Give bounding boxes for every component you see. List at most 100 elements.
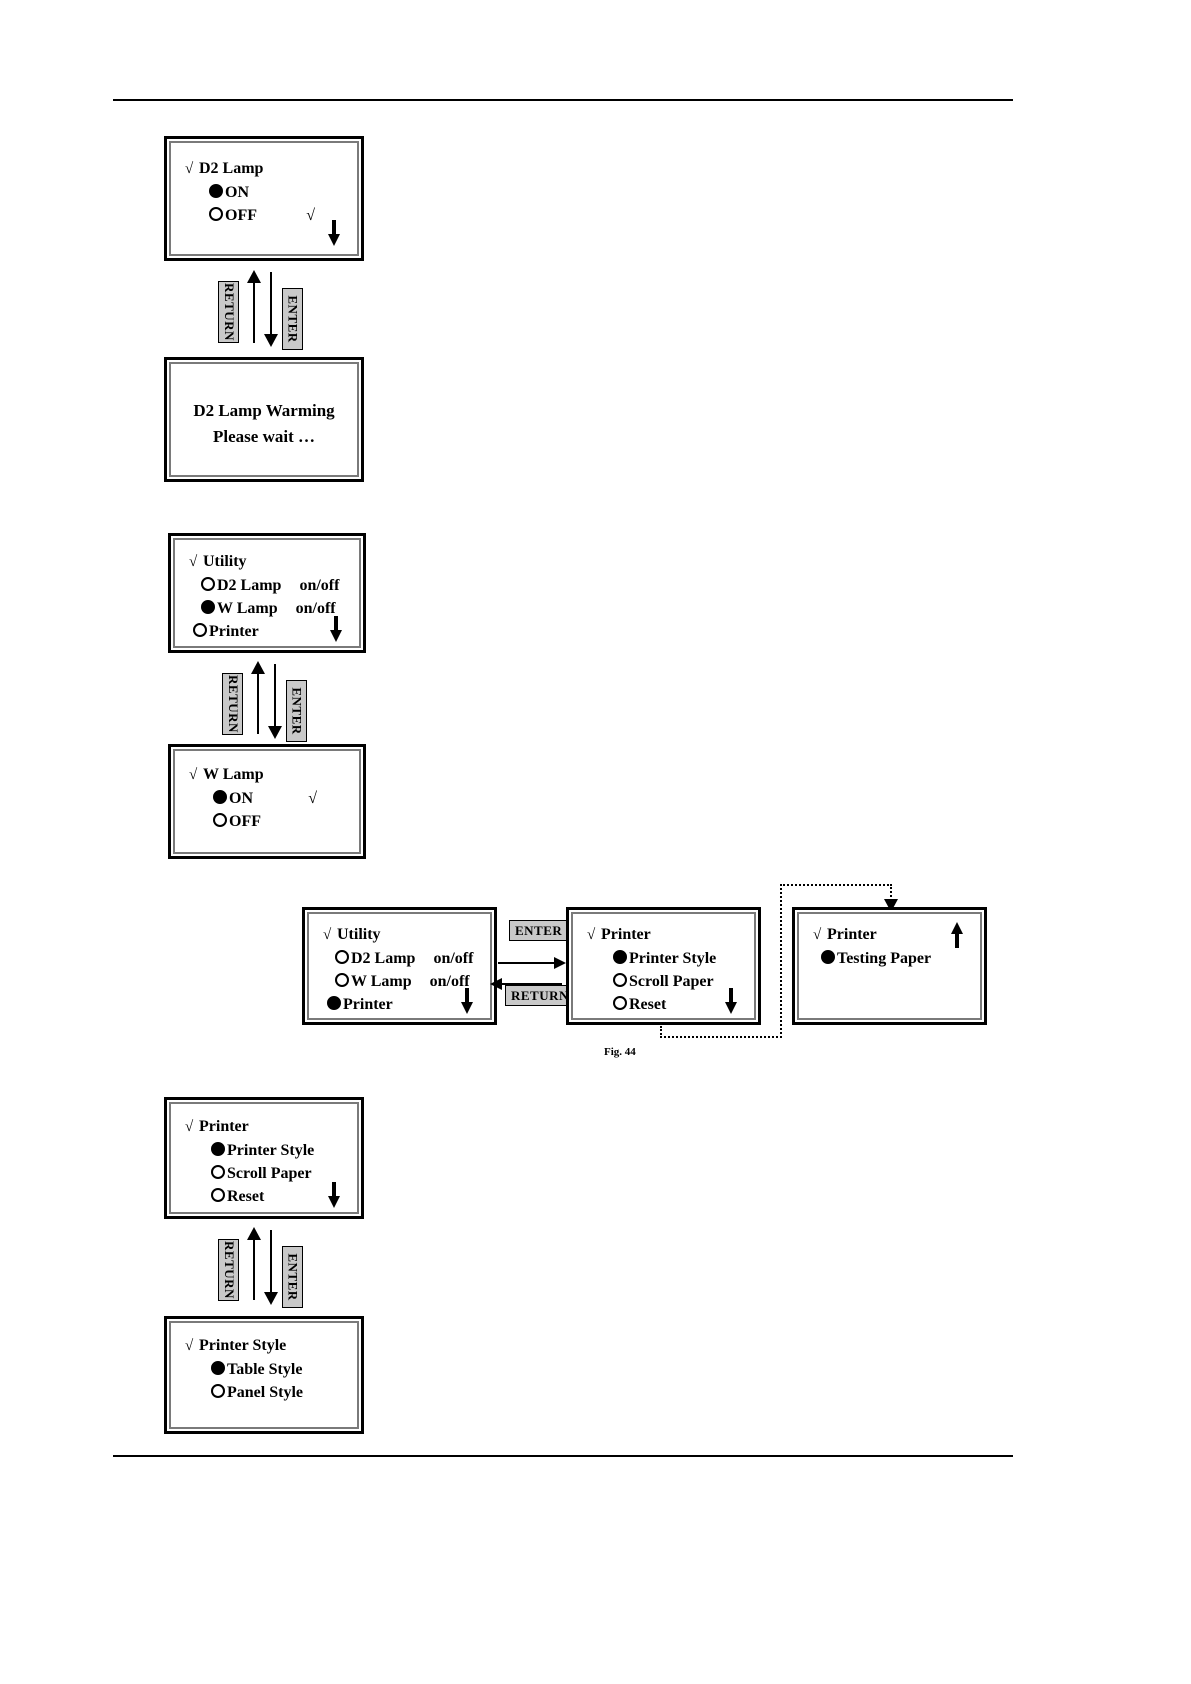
radio-filled-icon bbox=[821, 950, 835, 964]
panel-title-row: √ Utility bbox=[177, 550, 357, 574]
menu-item-reset[interactable]: Reset bbox=[575, 993, 752, 1016]
menu-item-printer[interactable]: Printer bbox=[177, 620, 357, 643]
panel-title-row: √ W Lamp bbox=[177, 763, 357, 787]
key-return-label: RETURN bbox=[225, 675, 241, 733]
menu-item-w-lamp[interactable]: W Lamp on/off bbox=[311, 970, 488, 993]
scroll-down-arrow-icon bbox=[724, 988, 738, 1014]
key-return[interactable]: RETURN bbox=[218, 1239, 239, 1301]
menu-item-label: Printer Style bbox=[227, 1142, 315, 1159]
panel-title: D2 Lamp bbox=[199, 160, 264, 177]
panel-title: Printer Style bbox=[199, 1337, 287, 1354]
panel-title: Utility bbox=[337, 926, 381, 943]
check-icon: √ bbox=[189, 554, 198, 570]
menu-item-label: Scroll Paper bbox=[227, 1165, 312, 1182]
radio-filled-icon bbox=[209, 184, 223, 198]
menu-item-panel-style[interactable]: Panel Style bbox=[173, 1381, 355, 1404]
menu-item-label: Scroll Paper bbox=[629, 973, 714, 990]
header-rule bbox=[113, 99, 1013, 101]
figure-caption: Fig. 44 bbox=[604, 1046, 636, 1058]
key-enter-label: ENTER bbox=[285, 295, 301, 343]
menu-item-label: Testing Paper bbox=[837, 950, 932, 967]
feedback-path-riser bbox=[780, 884, 782, 1038]
menu-item-label: Reset bbox=[227, 1188, 265, 1205]
radio-filled-icon bbox=[211, 1361, 225, 1375]
menu-item-printer-style[interactable]: Printer Style bbox=[173, 1139, 355, 1162]
menu-item-label: Reset bbox=[629, 996, 667, 1013]
screen-utility-printer: √ Utility D2 Lamp on/off W Lamp on/off P… bbox=[302, 907, 497, 1025]
menu-item-label: OFF bbox=[229, 813, 261, 830]
panel-title: W Lamp bbox=[203, 766, 264, 783]
check-icon: √ bbox=[185, 1119, 194, 1135]
scroll-down-arrow-icon bbox=[329, 616, 343, 642]
radio-filled-icon bbox=[327, 996, 341, 1010]
menu-item-printer-style[interactable]: Printer Style bbox=[575, 947, 752, 970]
panel-title: Utility bbox=[203, 553, 247, 570]
return-arrow-head bbox=[251, 661, 265, 674]
screen-d2-lamp: √ D2 Lamp ON OFF √ bbox=[164, 136, 364, 261]
screen-w-lamp: √ W Lamp ON √ OFF bbox=[168, 744, 366, 859]
menu-item-off[interactable]: OFF √ bbox=[173, 204, 355, 227]
key-return[interactable]: RETURN bbox=[505, 985, 575, 1006]
radio-empty-icon bbox=[211, 1165, 225, 1179]
menu-item-scroll-paper[interactable]: Scroll Paper bbox=[575, 970, 752, 993]
radio-empty-icon bbox=[613, 973, 627, 987]
warming-line-2: Please wait … bbox=[213, 427, 315, 446]
key-enter[interactable]: ENTER bbox=[509, 920, 569, 941]
radio-empty-icon bbox=[213, 813, 227, 827]
menu-item-label: D2 Lamp bbox=[351, 950, 416, 967]
menu-item-value: on/off bbox=[433, 950, 474, 967]
radio-empty-icon bbox=[201, 577, 215, 591]
radio-filled-icon bbox=[211, 1142, 225, 1156]
key-enter[interactable]: ENTER bbox=[282, 1246, 303, 1308]
radio-empty-icon bbox=[211, 1384, 225, 1398]
menu-item-w-lamp[interactable]: W Lamp on/off bbox=[177, 597, 357, 620]
radio-empty-icon bbox=[613, 996, 627, 1010]
menu-item-printer[interactable]: Printer bbox=[311, 993, 488, 1016]
enter-arrow-head bbox=[264, 334, 278, 347]
enter-arrow-head bbox=[268, 726, 282, 739]
enter-arrow-head bbox=[264, 1292, 278, 1305]
key-return-label: RETURN bbox=[221, 283, 237, 341]
check-icon: √ bbox=[185, 161, 194, 177]
menu-item-label: Printer bbox=[343, 996, 393, 1013]
menu-item-tick: √ bbox=[308, 790, 317, 807]
key-return[interactable]: RETURN bbox=[222, 673, 243, 735]
radio-filled-icon bbox=[201, 600, 215, 614]
menu-item-d2-lamp[interactable]: D2 Lamp on/off bbox=[311, 947, 488, 970]
feedback-path-top bbox=[780, 884, 892, 886]
menu-item-table-style[interactable]: Table Style bbox=[173, 1358, 355, 1381]
menu-item-on[interactable]: ON √ bbox=[177, 787, 357, 810]
menu-item-reset[interactable]: Reset bbox=[173, 1185, 355, 1208]
return-arrow-head bbox=[247, 1227, 261, 1240]
menu-item-label: ON bbox=[225, 184, 249, 201]
screen-printer-style: √ Printer Style Table Style Panel Style bbox=[164, 1316, 364, 1434]
menu-item-tick: √ bbox=[306, 207, 315, 224]
footer-rule bbox=[113, 1455, 1013, 1457]
panel-title-row: √ D2 Lamp bbox=[173, 157, 355, 181]
panel-title: Printer bbox=[199, 1118, 249, 1135]
menu-item-scroll-paper[interactable]: Scroll Paper bbox=[173, 1162, 355, 1185]
radio-empty-icon bbox=[335, 973, 349, 987]
enter-arrow-shaft bbox=[498, 962, 556, 964]
menu-item-label: W Lamp bbox=[351, 973, 412, 990]
panel-title-row: √ Printer Style bbox=[173, 1334, 355, 1358]
panel-title: Printer bbox=[827, 926, 877, 943]
menu-item-d2-lamp[interactable]: D2 Lamp on/off bbox=[177, 574, 357, 597]
radio-empty-icon bbox=[193, 623, 207, 637]
key-enter[interactable]: ENTER bbox=[282, 288, 303, 350]
menu-item-value: on/off bbox=[429, 973, 470, 990]
menu-item-value: on/off bbox=[299, 577, 340, 594]
panel-title-row: √ Utility bbox=[311, 923, 488, 947]
feedback-path-left bbox=[660, 1026, 662, 1038]
radio-empty-icon bbox=[211, 1188, 225, 1202]
key-enter[interactable]: ENTER bbox=[286, 680, 307, 742]
menu-item-off[interactable]: OFF bbox=[177, 810, 357, 833]
menu-item-value: on/off bbox=[295, 600, 336, 617]
menu-item-testing-paper[interactable]: Testing Paper bbox=[801, 947, 978, 970]
menu-item-on[interactable]: ON bbox=[173, 181, 355, 204]
return-arrow-shaft bbox=[500, 983, 562, 985]
menu-item-label: Panel Style bbox=[227, 1384, 303, 1401]
menu-item-label: Printer bbox=[209, 623, 259, 640]
key-return[interactable]: RETURN bbox=[218, 281, 239, 343]
